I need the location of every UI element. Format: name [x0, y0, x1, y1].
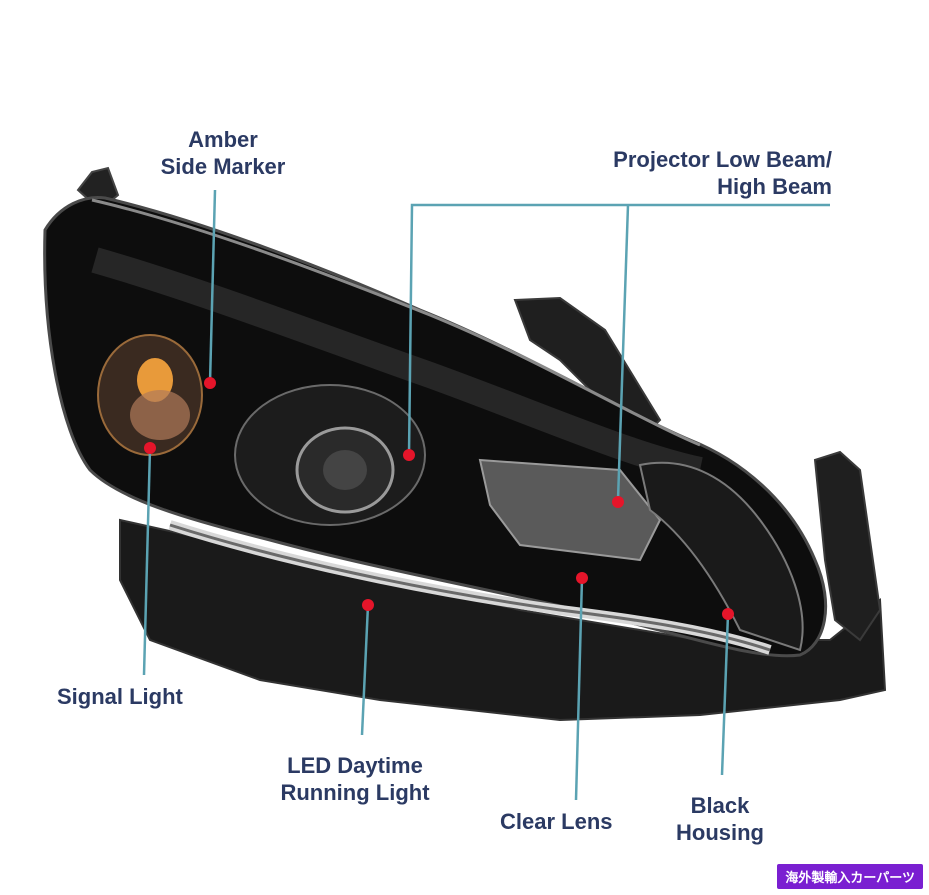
leader-drl [360, 604, 370, 736]
watermark-badge: 海外製輸入カーパーツ [777, 864, 923, 889]
dot-signal [144, 442, 156, 454]
label-amber-side-marker: Amber Side Marker [138, 126, 308, 180]
label-projector-line1: Projector Low Beam/ [613, 147, 832, 172]
label-projector-beam: Projector Low Beam/ High Beam [520, 146, 832, 200]
inner-band [91, 247, 703, 483]
side-bracket [813, 450, 882, 642]
dot-black-housing [722, 608, 734, 620]
corner-lens [638, 461, 804, 652]
headlight-image [43, 166, 887, 722]
label-led-drl: LED Daytime Running Light [255, 752, 455, 806]
leader-signal [142, 447, 152, 676]
marker-dots [144, 377, 734, 620]
label-clear-lens: Clear Lens [500, 808, 613, 835]
label-black-line2: Housing [676, 820, 764, 845]
signal-lens [130, 390, 190, 440]
leader-clear-lens [574, 577, 584, 801]
label-drl-line2: Running Light [280, 780, 430, 805]
top-trim [91, 198, 701, 447]
leader-lines [142, 189, 830, 801]
projector-lens-center [323, 450, 367, 490]
label-amber-line2: Side Marker [160, 154, 286, 179]
label-projector-line2: High Beam [717, 174, 832, 199]
leader-amber [208, 189, 217, 384]
label-amber-line1: Amber [188, 127, 258, 152]
leader-high-beam [616, 204, 630, 501]
label-black-line1: Black [690, 793, 750, 818]
label-clear-lens-text: Clear Lens [500, 809, 613, 834]
dot-projector [403, 449, 415, 461]
label-drl-line1: LED Daytime [287, 753, 423, 778]
led-drl-inner [169, 523, 771, 652]
label-signal-light: Signal Light [57, 683, 183, 710]
dot-drl [362, 599, 374, 611]
leader-projector [407, 203, 830, 456]
label-black-housing: Black Housing [650, 792, 790, 846]
leader-black-housing [720, 613, 730, 776]
label-signal-text: Signal Light [57, 684, 183, 709]
dot-amber [204, 377, 216, 389]
dot-clear-lens [576, 572, 588, 584]
dot-high-beam [612, 496, 624, 508]
